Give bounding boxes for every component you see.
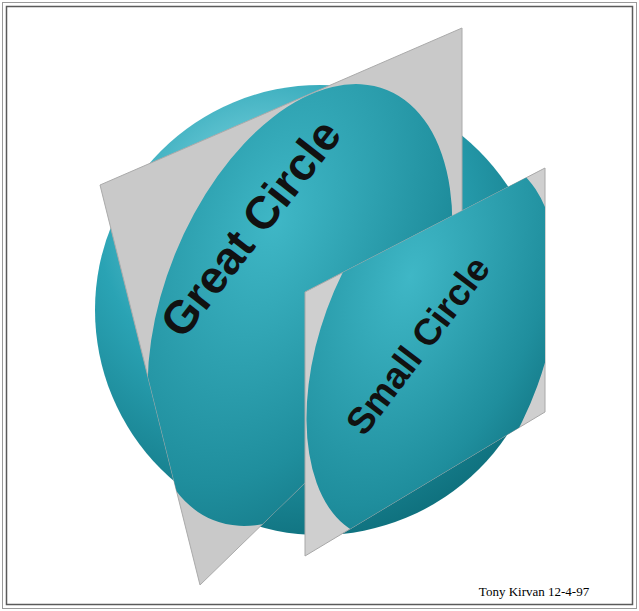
small-circle-section — [258, 122, 605, 574]
inner-frame — [7, 7, 633, 605]
author-signature: Tony Kirvan 12-4-97 — [479, 585, 589, 598]
outer-frame — [3, 3, 637, 609]
great-circle-section — [88, 39, 512, 570]
